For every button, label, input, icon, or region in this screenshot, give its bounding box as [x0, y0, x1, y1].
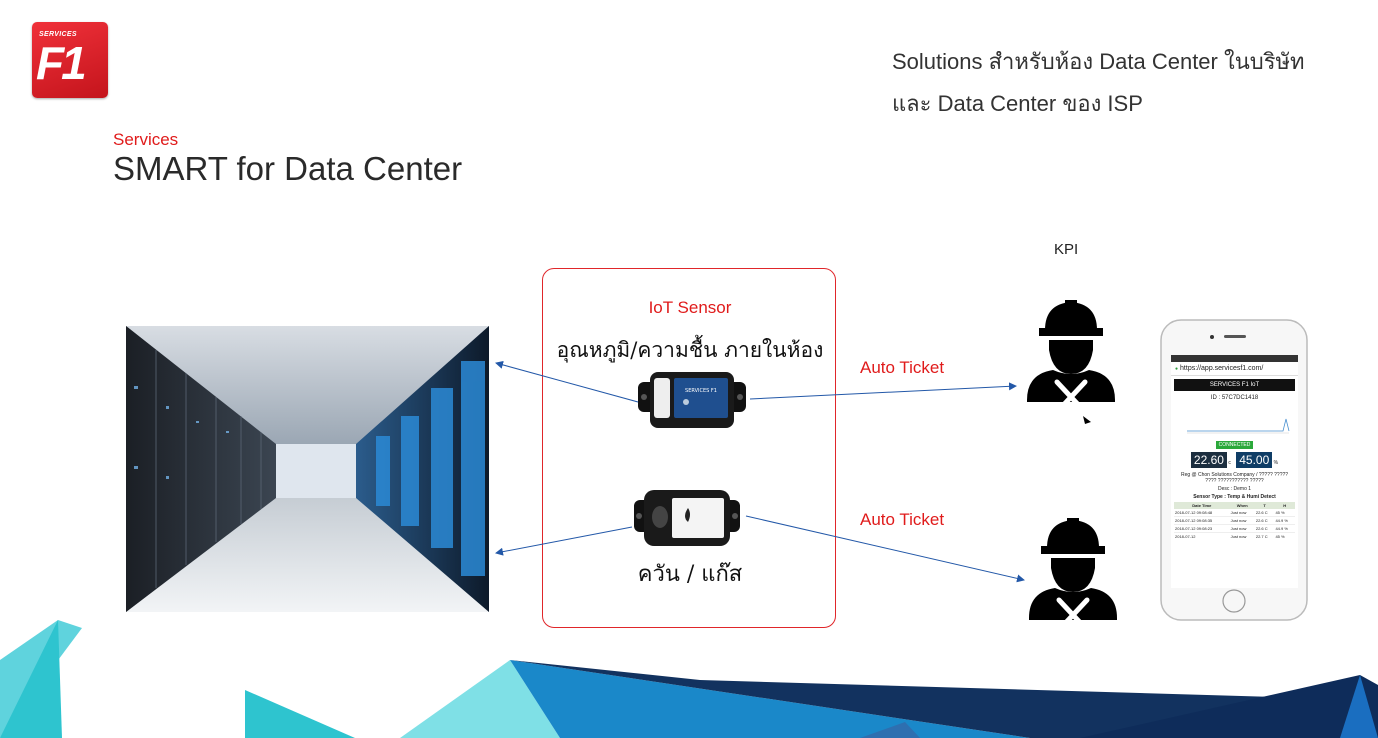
table-cell: 22.6 C: [1255, 518, 1268, 523]
table-cell: Just now: [1230, 510, 1247, 515]
page-title: SMART for Data Center: [113, 150, 463, 187]
lock-icon: ●: [1175, 365, 1179, 372]
desc-text: Desc : Demo 1: [1217, 486, 1252, 492]
header-line-2: และ Data Center ของ ISP: [892, 91, 1143, 116]
kpi-label: KPI: [1054, 241, 1079, 258]
mini-line-chart: [1187, 418, 1290, 434]
table-cell: Just now: [1230, 534, 1247, 539]
app-title: SERVICES F1 IoT: [1174, 379, 1295, 391]
table-cell: 22.7 C: [1255, 534, 1268, 539]
table-header: When: [1236, 503, 1248, 508]
table-row: 2018-07-12 Just now 22.7 C 45 %: [1174, 533, 1295, 541]
table-row: 2018-07-12 09:08:35 Just now 22.6 C 44.9…: [1174, 517, 1295, 525]
temperature-value: 22.60: [1190, 452, 1227, 468]
humidity-value: 45.00: [1236, 452, 1273, 468]
table-header: T: [1263, 503, 1266, 508]
section-eyebrow: Services: [113, 130, 179, 149]
table-row: 2018-07-12 09:08:48 Just now 22.6 C 45 %: [1174, 509, 1295, 517]
phone-screen: ● https://app.servicesf1.com/ SERVICES F…: [1171, 355, 1298, 588]
table-cell: 22.6 C: [1255, 526, 1268, 531]
iot-sensor-panel: [542, 268, 836, 628]
smoke-gas-sensor-icon: [634, 490, 740, 546]
url-bar[interactable]: https://app.servicesf1.com/: [1180, 365, 1264, 372]
server-room-image: [126, 326, 489, 612]
table-cell: 2018-07-12 09:08:23: [1175, 526, 1213, 531]
status-badge: CONNECTED: [1215, 441, 1254, 449]
temp-humidity-sensor-icon: SERVICES F1: [638, 372, 746, 428]
auto-ticket-label-1: Auto Ticket: [860, 358, 945, 377]
table-cell: 45 %: [1275, 510, 1285, 515]
table-cell: 22.6 C: [1255, 510, 1268, 515]
decorative-footer-shapes: [0, 620, 1378, 738]
sensor-type: Sensor Type : Temp & Humi Detect: [1193, 494, 1276, 500]
table-cell: 44.9 %: [1275, 526, 1288, 531]
services-f1-logo: SERVICES F1: [32, 22, 108, 98]
logo-big-text: F1: [36, 37, 87, 89]
table-cell: Just now: [1230, 526, 1247, 531]
table-cell: 2018-07-12: [1175, 534, 1196, 539]
temperature-unit: c: [1228, 460, 1231, 466]
humidity-unit: %: [1273, 460, 1279, 466]
table-cell: 2018-07-12 09:08:48: [1175, 510, 1213, 515]
technician-icon-2: [1029, 518, 1117, 633]
reg-text: Reg @ Chon Solutions Company / ????? ???…: [1180, 472, 1289, 484]
svg-text:SERVICES F1: SERVICES F1: [685, 388, 717, 394]
temp-humidity-label: อุณหภูมิ/ความชื้น ภายในห้อง: [556, 338, 824, 362]
device-id: ID : 57C7DC1418: [1210, 395, 1259, 401]
readings-table: Date Time When T H 2018-07-12 09:08:48 J…: [1174, 502, 1295, 540]
table-cell: 2018-07-12 09:08:35: [1175, 518, 1213, 523]
table-cell: 45 %: [1275, 534, 1285, 539]
smoke-gas-label: ควัน / แก๊ส: [637, 562, 743, 587]
header-line-1: Solutions สำหรับห้อง Data Center ในบริษั…: [892, 49, 1305, 74]
table-header: H: [1283, 503, 1287, 508]
table-header: Date Time: [1192, 503, 1212, 508]
technician-icon-1: [1027, 300, 1115, 424]
iot-sensor-title: IoT Sensor: [648, 298, 732, 317]
logo-small-text: SERVICES: [39, 31, 77, 38]
table-row: 2018-07-12 09:08:23 Just now 22.6 C 44.9…: [1174, 525, 1295, 533]
table-cell: 44.9 %: [1275, 518, 1288, 523]
table-cell: Just now: [1230, 518, 1247, 523]
auto-ticket-label-2: Auto Ticket: [860, 510, 945, 529]
